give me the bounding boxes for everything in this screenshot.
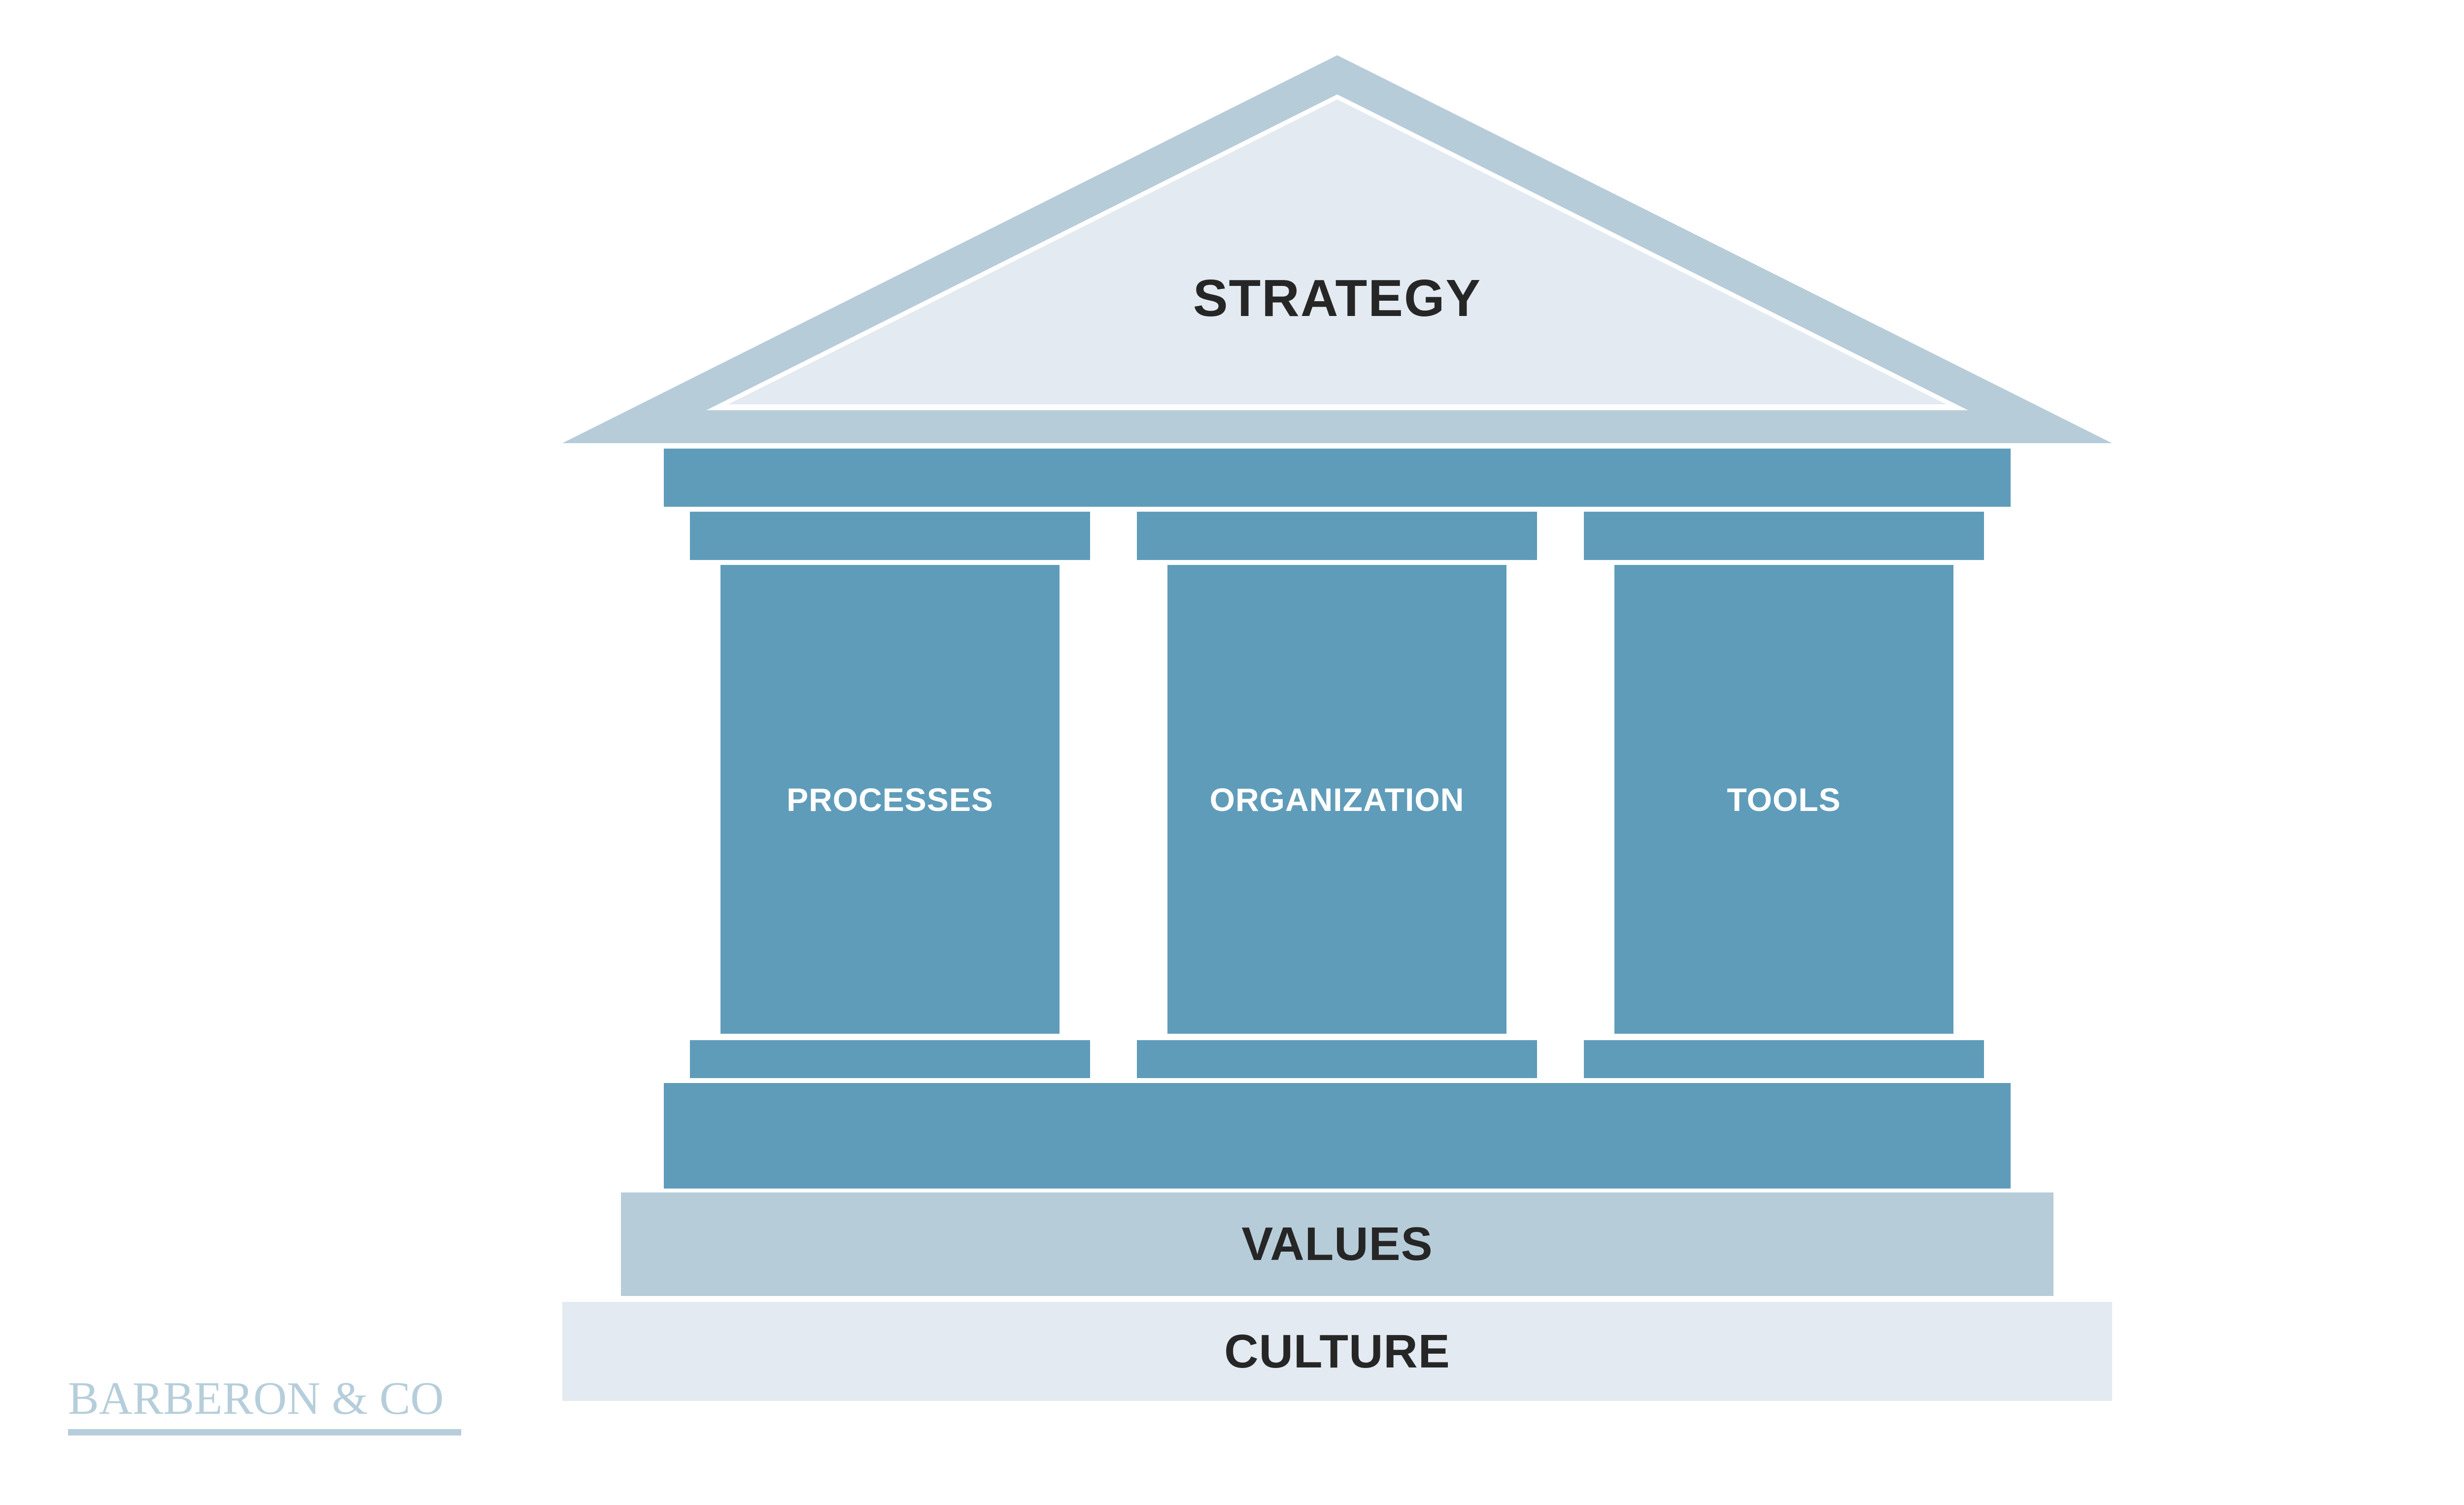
pillar-label-organization: ORGANIZATION [1209, 781, 1465, 818]
entablature-beam [664, 449, 2011, 507]
pediment-inner-triangle [728, 99, 1947, 405]
column-capital-processes [690, 512, 1090, 560]
values-layer: VALUES [621, 1192, 2053, 1296]
column-base-tools [1584, 1040, 1984, 1078]
column-shaft-tools: TOOLS [1614, 565, 1953, 1034]
values-label: VALUES [1241, 1218, 1433, 1270]
logo-text: BARBERON & CO [68, 1373, 444, 1424]
column-base-processes [690, 1040, 1090, 1078]
column-base-organization [1137, 1040, 1537, 1078]
culture-layer: CULTURE [562, 1302, 2112, 1401]
pediment: STRATEGY [562, 55, 2112, 443]
pillar-label-tools: TOOLS [1727, 781, 1841, 818]
company-logo: BARBERON & CO [68, 1373, 461, 1435]
column-shaft-processes: PROCESSES [720, 565, 1060, 1034]
stylobate-beam [664, 1083, 2011, 1189]
pillar-label-processes: PROCESSES [787, 781, 993, 818]
strategy-label: STRATEGY [1193, 269, 1482, 327]
logo-underline [68, 1429, 461, 1435]
column-capital-tools [1584, 512, 1984, 560]
culture-label: CULTURE [1224, 1325, 1450, 1378]
column-capital-organization [1137, 512, 1537, 560]
column-shaft-organization: ORGANIZATION [1167, 565, 1506, 1034]
